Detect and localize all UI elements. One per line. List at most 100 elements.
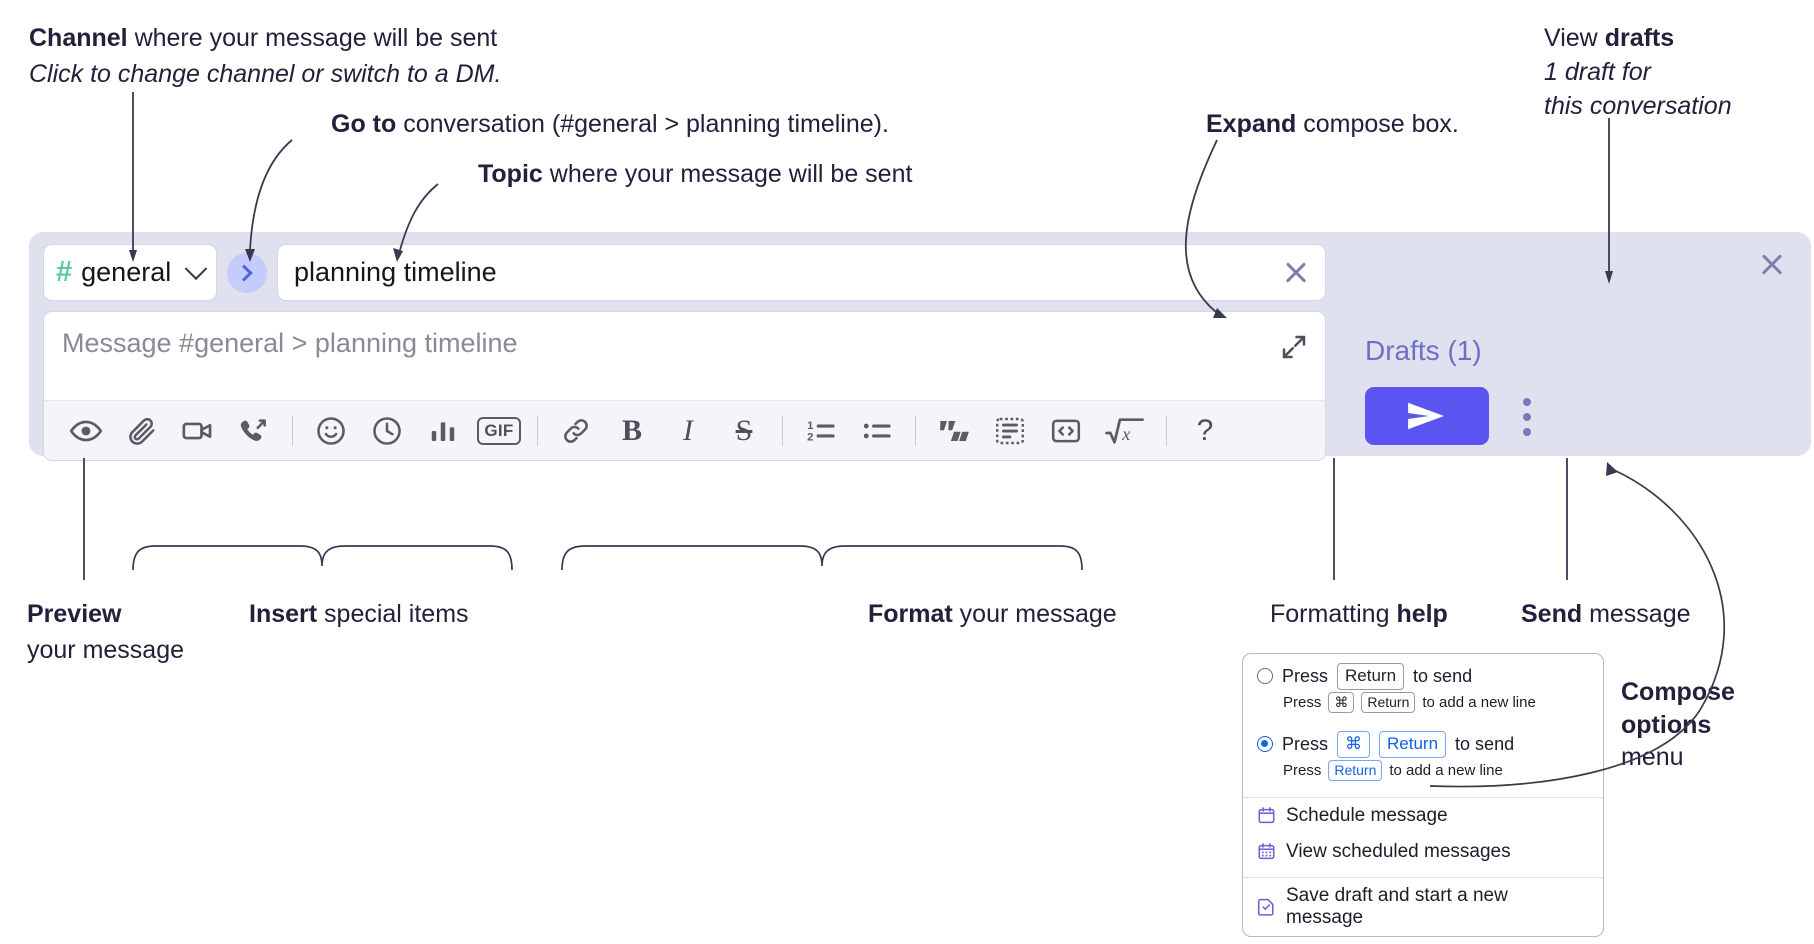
code-block-icon[interactable] (982, 407, 1038, 455)
save-draft-icon (1257, 899, 1274, 916)
emoji-icon[interactable] (303, 407, 359, 455)
annotation-goto: Go to conversation (#general > planning … (331, 108, 889, 140)
message-placeholder: Message #general > planning timeline (62, 328, 518, 358)
menu-item-view-scheduled-messages[interactable]: View scheduled messages (1243, 834, 1603, 870)
strikethrough-label: S (735, 413, 753, 447)
compose-side-column: Drafts (1) (1339, 232, 1811, 456)
compose-box: # general planning timeline Message #gen… (29, 232, 1811, 461)
kebab-dot (1523, 398, 1531, 406)
help-label: ? (1196, 413, 1214, 447)
menu-radio-option-1-sub: Press ⌘ Return to add a new line (1243, 691, 1603, 722)
blockquote-icon[interactable] (926, 407, 982, 455)
toolbar-separator (915, 415, 916, 446)
ordered-list-icon[interactable]: 1 2 (793, 407, 849, 455)
annotation-insert: Insert special items (249, 598, 469, 630)
attachment-icon[interactable] (114, 407, 170, 455)
menu-divider (1243, 796, 1603, 798)
annotation-expand-bold: Expand (1206, 110, 1297, 138)
annotation-channel: Channel where your message will be sent … (29, 22, 501, 90)
channel-selector[interactable]: # general (43, 244, 217, 301)
annotation-topic-bold: Topic (478, 160, 543, 188)
menu-item-schedule-message[interactable]: Schedule message (1243, 798, 1603, 834)
video-icon[interactable] (170, 407, 226, 455)
annotation-channel-sub: Click to change channel or switch to a D… (29, 60, 502, 88)
bulleted-list-icon[interactable] (849, 407, 905, 455)
topic-input[interactable]: planning timeline (277, 244, 1326, 301)
option2-sub-key: Return (1328, 759, 1383, 781)
italic-icon[interactable]: I (660, 407, 716, 455)
annotation-format: Format your message (868, 598, 1117, 630)
annotation-goto-rest: conversation (#general > planning timeli… (396, 110, 889, 138)
option1-tail: to send (1413, 665, 1473, 686)
option1-sub-tail: to add a new line (1422, 693, 1536, 711)
annotation-preview-bold: Preview (27, 600, 122, 628)
menu-item-label: Save draft and start a new message (1286, 884, 1508, 928)
preview-icon[interactable] (58, 407, 114, 455)
audio-call-icon[interactable] (226, 407, 282, 455)
annotation-compose-options-b2: options (1621, 710, 1712, 739)
menu-item-label: View scheduled messages (1286, 840, 1511, 862)
drafts-link[interactable]: Drafts (1) (1365, 335, 1482, 366)
topic-value: planning timeline (294, 257, 497, 287)
annotation-goto-bold: Go to (331, 110, 397, 138)
go-to-conversation-button[interactable] (227, 252, 267, 293)
annotation-drafts: View drafts 1 draft for this conversatio… (1544, 22, 1732, 122)
annotation-help-lead: Formatting (1270, 600, 1397, 628)
send-arrow-icon (1408, 402, 1444, 430)
annotation-preview: Preview your message (27, 598, 184, 666)
math-icon[interactable]: x (1094, 407, 1156, 455)
menu-radio-option-1[interactable]: Press Return to send (1243, 654, 1603, 692)
message-card: Message #general > planning timeline (43, 311, 1326, 461)
annotation-channel-bold: Channel (29, 24, 128, 52)
bold-icon[interactable]: B (604, 407, 660, 455)
annotation-help: Formatting help (1270, 598, 1448, 630)
clock-icon[interactable] (359, 407, 415, 455)
menu-radio-option-2-sub: Press Return to add a new line (1243, 759, 1603, 790)
option2-press: Press (1282, 733, 1329, 754)
option2-tail: to send (1455, 733, 1515, 754)
message-input[interactable]: Message #general > planning timeline (44, 312, 1325, 400)
annotation-format-bold: Format (868, 600, 953, 628)
calendar-grid-icon (1258, 843, 1275, 860)
annotation-expand: Expand compose box. (1206, 108, 1459, 140)
menu-radio-option-2[interactable]: Press ⌘ Return to send (1243, 722, 1603, 760)
calendar-icon (1258, 807, 1275, 824)
menu-item-save-draft[interactable]: Save draft and start a new message (1243, 878, 1603, 936)
toolbar-separator (292, 415, 293, 446)
annotation-send-rest: message (1582, 600, 1691, 628)
gif-icon[interactable]: GIF (471, 407, 527, 455)
help-icon[interactable]: ? (1177, 407, 1233, 455)
svg-text:x: x (1121, 424, 1131, 444)
italic-label: I (683, 413, 693, 447)
strikethrough-icon[interactable]: S (716, 407, 772, 455)
code-icon[interactable] (1038, 407, 1094, 455)
channel-name: general (81, 257, 172, 287)
chevron-down-icon (184, 256, 208, 280)
svg-text:2: 2 (807, 431, 813, 443)
send-button[interactable] (1365, 387, 1489, 445)
annotation-send: Send message (1521, 598, 1691, 630)
poll-icon[interactable] (415, 407, 471, 455)
compose-options-button[interactable] (1514, 395, 1540, 439)
option2-key2: Return (1379, 730, 1447, 758)
chevron-right-icon (235, 264, 253, 281)
close-icon[interactable] (1757, 250, 1787, 280)
clear-topic-icon[interactable] (1281, 258, 1311, 288)
annotation-expand-rest: compose box. (1296, 110, 1459, 138)
menu-divider (1243, 876, 1603, 878)
option1-press: Press (1282, 665, 1329, 686)
option1-sub-key1: ⌘ (1328, 691, 1355, 713)
toolbar-separator (1166, 415, 1167, 446)
svg-text:1: 1 (807, 420, 813, 432)
expand-icon[interactable] (1279, 332, 1309, 362)
radio-button[interactable] (1257, 668, 1273, 685)
annotation-compose-options-b1: Compose (1621, 678, 1735, 706)
link-icon[interactable] (548, 407, 604, 455)
annotation-drafts-bold: drafts (1604, 24, 1675, 52)
gif-label: GIF (477, 416, 521, 445)
radio-button-selected[interactable] (1257, 736, 1273, 753)
toolbar-separator (537, 415, 538, 446)
annotation-insert-bold: Insert (249, 600, 318, 628)
option1-sub-key2: Return (1361, 691, 1416, 713)
compose-header-row: # general planning timeline (43, 244, 1326, 301)
